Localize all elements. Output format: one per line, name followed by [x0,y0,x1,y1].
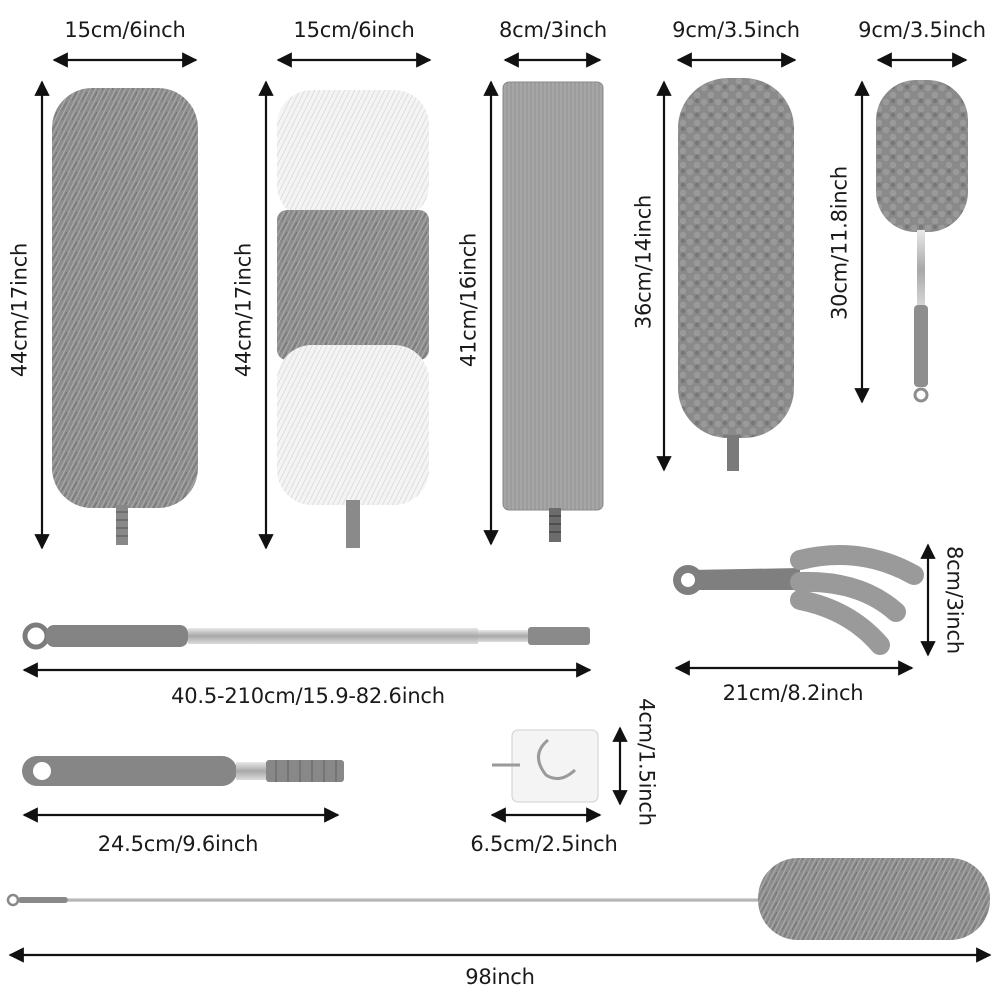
height-label-1: 44cm/17inch [7,242,32,378]
blind-cleaner-height-label: 8cm/3inch [942,546,967,654]
height-label-4: 36cm/14inch [631,194,656,330]
small-chenille-duster [876,80,968,403]
width-label-5: 9cm/3.5inch [858,18,986,42]
width-label-3: 8cm/3inch [499,18,607,42]
height-label-3: 41cm/16inch [456,232,481,368]
blind-cleaner-width-label: 21cm/8.2inch [722,681,864,705]
hook-height-label: 4cm/1.5inch [634,698,659,826]
short-handle [22,756,344,786]
hook-width-label: 6.5cm/2.5inch [470,832,618,856]
white-gray-duster [277,90,429,548]
pole-length-label: 40.5-210cm/15.9-82.6inch [171,684,445,708]
extension-pole [22,622,590,650]
assembled-duster [6,858,990,940]
width-label-4: 9cm/3.5inch [672,18,800,42]
wall-hook [492,729,599,803]
assembled-length-label: 98inch [465,965,535,989]
short-handle-length-label: 24.5cm/9.6inch [97,832,259,856]
width-label-1: 15cm/6inch [64,18,186,42]
dimension-arrows [8,52,992,963]
width-label-2: 15cm/6inch [293,18,415,42]
height-label-2: 44cm/17inch [231,242,256,378]
large-chenille-duster [678,78,794,471]
blind-cleaner [673,545,924,655]
flat-microfiber-duster [502,81,604,542]
gray-fluffy-duster [52,88,198,545]
height-label-5: 30cm/11.8inch [827,166,852,320]
